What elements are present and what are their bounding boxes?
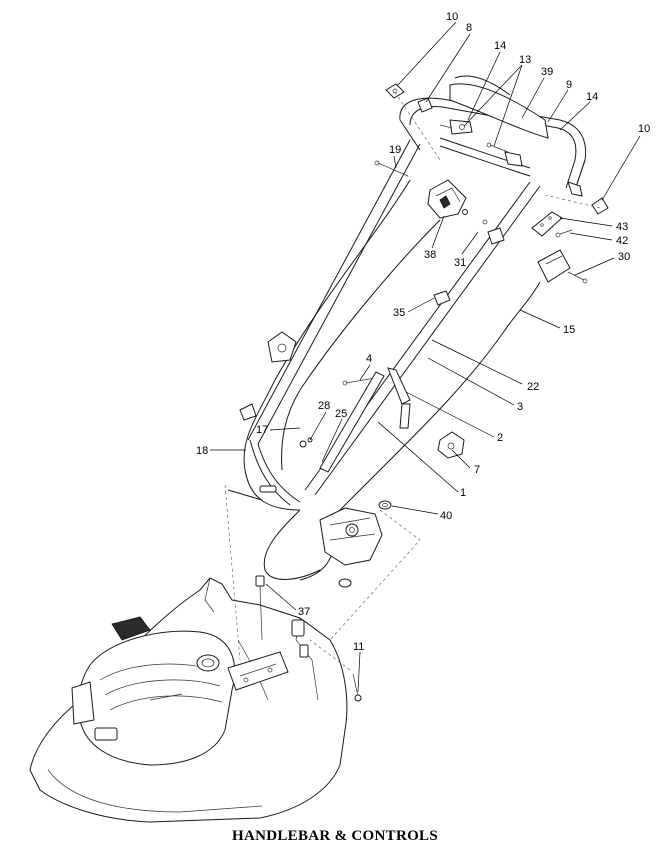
diagram-caption: HANDLEBAR & CONTROLS bbox=[231, 828, 439, 844]
pivot-bracket bbox=[239, 403, 257, 421]
part-8 bbox=[417, 97, 433, 113]
bolt-13-right bbox=[486, 142, 523, 167]
bolt-4 bbox=[342, 377, 376, 386]
part-label: 7 bbox=[474, 464, 480, 476]
cable-18 bbox=[243, 179, 411, 511]
part-label: 25 bbox=[335, 408, 347, 420]
part-label: 2 bbox=[497, 432, 503, 444]
leader-lines bbox=[210, 21, 641, 693]
part-label: 35 bbox=[393, 307, 405, 319]
part-label: 17 bbox=[256, 424, 268, 436]
bolt-19 bbox=[374, 160, 409, 177]
part-label: 42 bbox=[616, 235, 628, 247]
upper-handlebar bbox=[399, 75, 587, 191]
part-label: 9 bbox=[566, 79, 572, 91]
knob-left bbox=[267, 331, 297, 363]
bolt-11 bbox=[352, 673, 362, 702]
control-box-38 bbox=[427, 179, 468, 219]
cable-clip-35 bbox=[433, 290, 451, 306]
assembly-guide-lines bbox=[224, 91, 601, 671]
washer-40 bbox=[378, 500, 392, 510]
part-label: 28 bbox=[318, 400, 330, 412]
part-label: 22 bbox=[527, 381, 539, 393]
part-label: 39 bbox=[541, 66, 553, 78]
washers-28 bbox=[299, 437, 313, 448]
part-label: 10 bbox=[638, 123, 650, 135]
part-label: 30 bbox=[618, 251, 630, 263]
lower-handlebar bbox=[247, 139, 541, 506]
clamp-13 bbox=[439, 119, 473, 135]
part-label: 40 bbox=[440, 510, 452, 522]
part-label: 15 bbox=[563, 324, 575, 336]
part-label: 31 bbox=[454, 257, 466, 269]
part-label: 8 bbox=[466, 22, 472, 34]
part-label: 1 bbox=[460, 487, 466, 499]
part-label: 14 bbox=[586, 91, 598, 103]
knob-7 bbox=[437, 431, 465, 459]
part-label: 13 bbox=[519, 54, 531, 66]
gearbox bbox=[319, 507, 383, 566]
clip-37 bbox=[255, 575, 265, 641]
adjuster-bracket bbox=[227, 619, 309, 691]
part-label: 18 bbox=[196, 445, 208, 457]
part-label: 14 bbox=[494, 40, 506, 52]
part-label: 11 bbox=[353, 641, 364, 653]
cable-15 bbox=[329, 281, 541, 521]
knob-10-right bbox=[567, 181, 609, 215]
part-label: 19 bbox=[389, 144, 401, 156]
part-label: 43 bbox=[616, 221, 628, 233]
switch-box-30 bbox=[537, 249, 588, 284]
bottom-cable bbox=[227, 485, 352, 588]
screw-42 bbox=[555, 229, 573, 238]
knob-10-left bbox=[385, 83, 405, 99]
part-label: 3 bbox=[517, 401, 523, 413]
plate-43 bbox=[531, 211, 563, 237]
engine bbox=[71, 616, 236, 766]
cable-17 bbox=[281, 219, 441, 471]
part-label: 37 bbox=[298, 606, 310, 618]
part-label: 38 bbox=[424, 249, 436, 261]
rod-1 bbox=[319, 371, 385, 473]
clip-31 bbox=[482, 219, 505, 245]
part-labels: 10 8 14 13 39 9 14 10 19 43 42 38 31 30 … bbox=[196, 11, 650, 653]
part-label: 10 bbox=[446, 11, 458, 23]
spring-2 bbox=[387, 367, 411, 429]
part-label: 4 bbox=[366, 353, 372, 365]
